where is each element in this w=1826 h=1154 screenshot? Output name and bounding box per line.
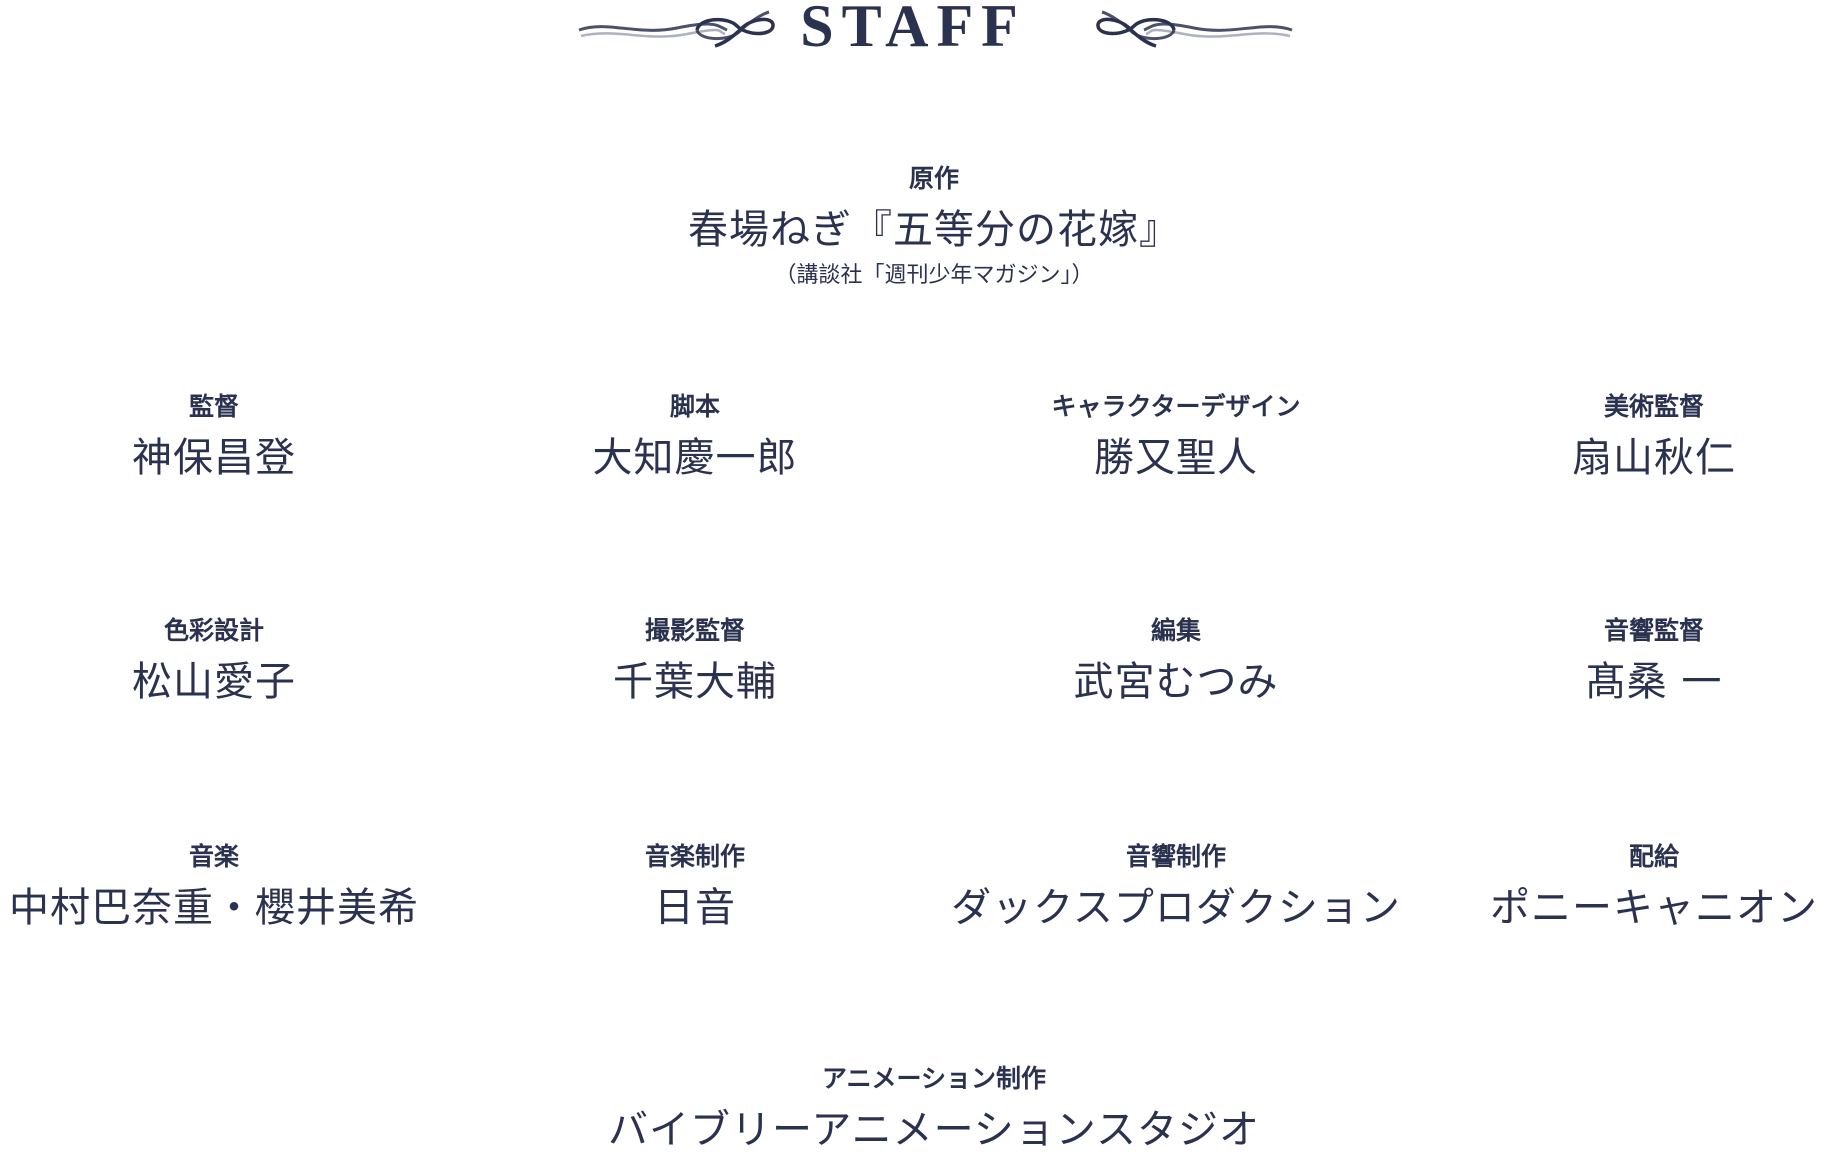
credit-animation-production: アニメーション制作 バイブリーアニメーションスタジオ [608,1064,1260,1154]
flourish-ornament-left-icon [578,10,775,48]
credit-music-production: 音楽制作 日音 [645,842,745,932]
credit-name: 神保昌登 [132,435,296,481]
credit-role: 音楽 [188,842,239,871]
credit-role: 音楽制作 [644,842,746,871]
credit-role: 編集 [1150,616,1201,645]
credit-director-of-photography: 撮影監督 千葉大輔 [613,616,777,706]
credit-role: 配給 [1628,842,1679,871]
credit-sound-director: 音響監督 髙桑 一 [1586,616,1723,706]
credit-role: 脚本 [669,392,720,421]
credit-music: 音楽 中村巴奈重・櫻井美希 [9,842,419,932]
credit-role: 撮影監督 [644,616,745,645]
credit-name: 大知慶一郎 [592,435,798,481]
flourish-ornament-right-icon [1096,10,1293,48]
credit-name: ダックスプロダクション [951,885,1401,931]
page-title: STAFF [800,0,1026,59]
credit-role: 美術監督 [1603,392,1704,421]
credit-name: 武宮むつみ [1073,659,1279,705]
credit-distribution: 配給 ポニーキャニオン [1490,842,1818,932]
credit-name: 勝又聖人 [1093,435,1258,481]
credit-name: 日音 [653,885,736,931]
credit-role: 音響制作 [1125,842,1226,871]
credit-role: 色彩設計 [163,616,264,645]
credit-name: 千葉大輔 [613,659,777,705]
credit-publisher: （講談社「週刊少年マガジン」） [774,263,1094,288]
credit-sound-production: 音響制作 ダックスプロダクション [951,842,1401,932]
credit-role: 音響監督 [1603,616,1704,645]
credit-role: キャラクターデザイン [1051,392,1301,421]
credit-original-work: 原作 春場ねぎ『五等分の花嫁』 （講談社「週刊少年マガジン」） [688,164,1180,290]
credit-name: 松山愛子 [132,659,296,705]
credit-role: アニメーション制作 [821,1064,1046,1093]
credit-editing: 編集 武宮むつみ [1074,616,1279,706]
credit-name: 中村巴奈重・櫻井美希 [9,885,419,931]
credit-name: 扇山秋仁 [1572,435,1736,481]
credit-art-director: 美術監督 扇山秋仁 [1572,392,1736,482]
credit-director: 監督 神保昌登 [132,392,296,482]
staff-header: STAFF [0,0,1826,60]
credit-screenplay: 脚本 大知慶一郎 [593,392,798,482]
credit-color-design: 色彩設計 松山愛子 [132,616,296,706]
credit-role: 原作 [908,164,959,193]
credit-name: 髙桑 一 [1585,659,1723,705]
credit-name: 春場ねぎ『五等分の花嫁』 [688,207,1180,253]
credit-name: バイブリーアニメーションスタジオ [608,1107,1260,1153]
credit-role: 監督 [188,392,239,421]
credit-name: ポニーキャニオン [1490,885,1818,931]
credit-character-design: キャラクターデザイン 勝又聖人 [1051,392,1300,482]
